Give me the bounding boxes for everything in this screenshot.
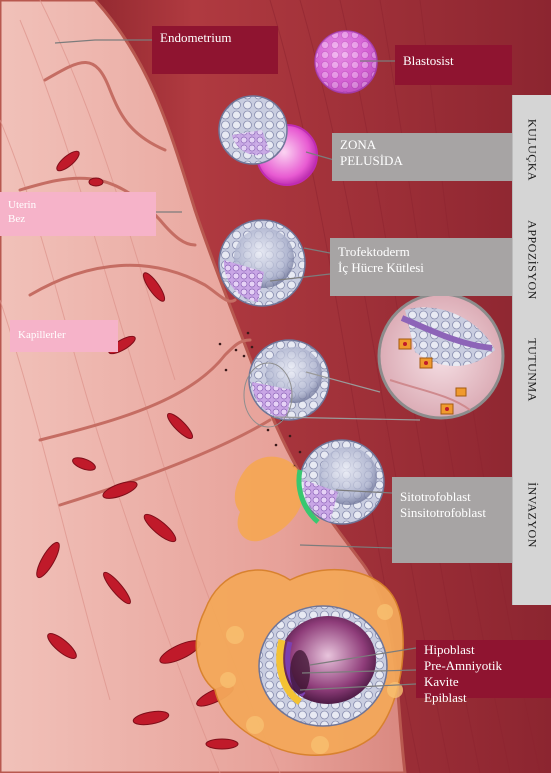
stage-kulucka: KULUÇKA — [512, 95, 551, 205]
endometrium-label: Endometrium — [152, 26, 278, 74]
kapillerler-text: Kapillerler — [18, 328, 110, 342]
trofektoderm-text: Trofektoderm — [338, 244, 504, 260]
stage-invazyon: İNVAZYON — [512, 425, 551, 605]
blastosist-text: Blastosist — [403, 53, 504, 69]
zona-line1-text: ZONA — [340, 137, 504, 153]
kapillerler-label: Kapillerler — [10, 320, 118, 352]
stage-tutunma-text: TUTUNMA — [525, 338, 540, 402]
stage-kulucka-text: KULUÇKA — [525, 119, 540, 181]
kavite-text: Kavite — [424, 674, 543, 690]
ic-hucre-text: İç Hücre Kütlesi — [338, 260, 504, 276]
pre-amniyotik-text: Pre-Amniyotik — [424, 658, 543, 674]
stage-appozisyon-text: APPOZİSYON — [525, 220, 540, 300]
trofoblast-label: Sitotrofoblast Sinsitotrofoblast — [392, 477, 512, 563]
stage-appozisyon: APPOZİSYON — [512, 205, 551, 315]
sitotrofoblast-text: Sitotrofoblast — [400, 489, 504, 505]
zona-pelusida-label: ZONA PELUSİDA — [332, 133, 512, 181]
sinsitotrofoblast-text: Sinsitotrofoblast — [400, 505, 504, 521]
stage-invazyon-text: İNVAZYON — [525, 482, 540, 548]
endometrium-text: Endometrium — [160, 30, 270, 46]
embryo-layers-label: Hipoblast Pre-Amniyotik Kavite Epiblast — [416, 640, 551, 698]
uterin-bez-label: Uterin Bez — [0, 192, 156, 236]
uterin-line2-text: Bez — [8, 212, 148, 226]
uterin-line1-text: Uterin — [8, 198, 148, 212]
trofektoderm-label: Trofektoderm İç Hücre Kütlesi — [330, 238, 512, 296]
hipoblast-text: Hipoblast — [424, 642, 543, 658]
stage-tutunma: TUTUNMA — [512, 315, 551, 425]
zona-line2-text: PELUSİDA — [340, 153, 504, 169]
blastosist-label: Blastosist — [395, 45, 512, 85]
epiblast-text: Epiblast — [424, 690, 543, 706]
